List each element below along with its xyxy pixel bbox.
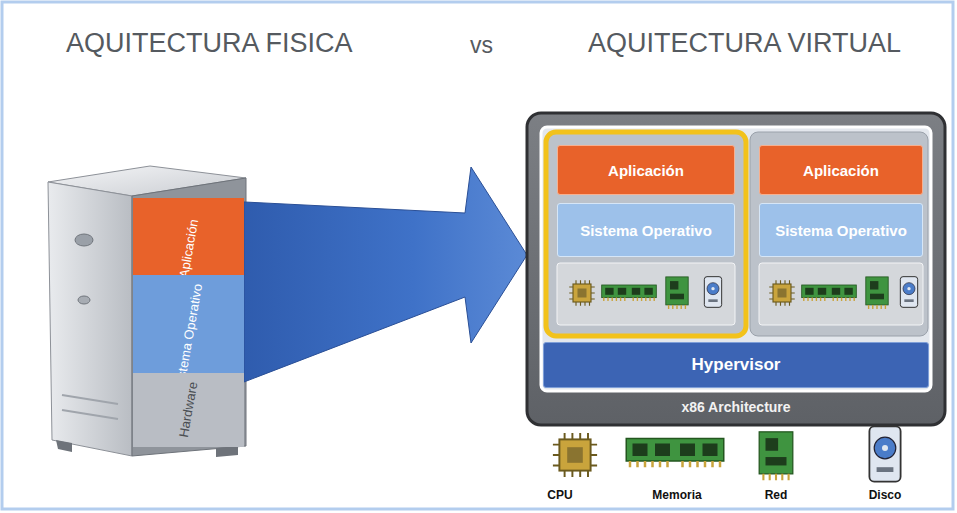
hypervisor-band: Hypervisor bbox=[543, 342, 929, 388]
os-box-text: Sistema Operativo bbox=[580, 222, 712, 239]
application-box: Aplicación bbox=[759, 145, 923, 195]
virtual-hardware-band bbox=[759, 263, 923, 325]
disk-icon bbox=[869, 426, 900, 481]
cpu-icon bbox=[769, 280, 795, 306]
tower-slot bbox=[62, 410, 118, 419]
host-box bbox=[527, 113, 945, 425]
application-box-text: Aplicación bbox=[803, 162, 879, 179]
component-label: CPU bbox=[547, 488, 572, 502]
heading-text: vs bbox=[470, 32, 493, 59]
hardware-layer-text: Hardware bbox=[176, 381, 201, 439]
disk-icon bbox=[900, 277, 917, 308]
component-label: Red bbox=[765, 488, 788, 502]
cpu-icon bbox=[553, 433, 597, 477]
host-box-text: x86 Architecture bbox=[681, 399, 790, 415]
application-layer-text: Aplicación bbox=[176, 218, 201, 279]
component-label: Memoria bbox=[652, 488, 701, 502]
os-box: Sistema Operativo bbox=[759, 203, 923, 257]
tower-button bbox=[75, 234, 93, 246]
disk-icon bbox=[704, 277, 721, 308]
network-icon bbox=[866, 277, 888, 309]
vm-frame bbox=[750, 132, 928, 336]
os-box: Sistema Operativo bbox=[557, 203, 735, 257]
tower-foot bbox=[56, 440, 72, 452]
heading-text: AQUITECTURA VIRTUAL bbox=[588, 28, 901, 59]
network-icon bbox=[666, 277, 688, 309]
hardware-layer: Hardware bbox=[133, 373, 244, 447]
heading-text: AQUITECTURA FISICA bbox=[66, 28, 353, 59]
memory-icon bbox=[602, 285, 657, 301]
network-icon bbox=[759, 432, 793, 480]
component-label: Disco bbox=[869, 488, 902, 502]
vm-highlight bbox=[546, 132, 746, 336]
host-box: x86 Architecture AplicaciónSistema Operat… bbox=[527, 113, 945, 425]
hypervisor-band-text: Hypervisor bbox=[692, 355, 781, 375]
memory-icon bbox=[802, 285, 857, 301]
tower-side bbox=[48, 182, 132, 456]
application-box: Aplicación bbox=[557, 145, 735, 195]
virtual-hardware-band bbox=[557, 263, 735, 325]
tower-front bbox=[132, 178, 246, 456]
tower-foot bbox=[216, 446, 238, 457]
os-box-text: Sistema Operativo bbox=[775, 222, 907, 239]
big-arrow bbox=[244, 167, 527, 382]
tower-led bbox=[78, 296, 90, 304]
tower-slot bbox=[62, 395, 118, 404]
inner-panel bbox=[541, 127, 931, 391]
memory-icon bbox=[626, 439, 724, 468]
application-box-text: Aplicación bbox=[608, 162, 684, 179]
cpu-icon bbox=[569, 280, 595, 306]
